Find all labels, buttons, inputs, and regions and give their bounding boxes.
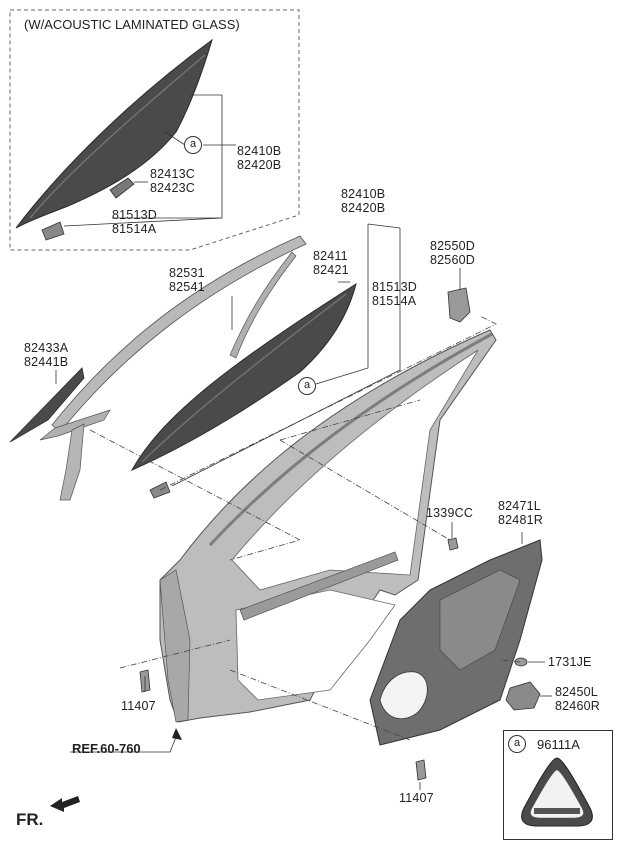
door-frame-lower-opening xyxy=(235,589,396,701)
impact-beam xyxy=(239,551,399,621)
quarter-glass-82433A xyxy=(9,367,85,443)
frame-rail-outer xyxy=(208,332,493,547)
inset-glass-highlight xyxy=(29,54,206,219)
weatherstrip-82531 xyxy=(51,235,307,433)
module-panel-detail xyxy=(439,569,521,671)
motor-82450L xyxy=(505,681,541,711)
label-sticker-band xyxy=(534,808,580,814)
inset-dashed-border xyxy=(9,9,300,251)
grommet-1731JE xyxy=(514,657,528,667)
module-panel-opening xyxy=(379,671,428,720)
door-frame-pillar xyxy=(159,569,191,723)
label-leaders xyxy=(55,223,552,790)
inset-piece-81513D xyxy=(41,221,65,241)
front-arrow-icon xyxy=(50,796,80,812)
bolt-1339CC xyxy=(447,537,459,551)
label-bolt-center: 1339CC xyxy=(426,506,474,520)
label-legend-part: 96111A xyxy=(537,737,580,752)
legend-box xyxy=(503,730,613,840)
door-glass-82410B xyxy=(130,282,357,472)
weatherstrip-lower xyxy=(39,409,111,441)
label-sticker-inner xyxy=(530,769,584,819)
door-frame-window-opening xyxy=(231,349,479,591)
glass-run-82411 xyxy=(229,251,297,359)
inset-title: (W/ACOUSTIC LAMINATED GLASS) xyxy=(24,17,240,32)
door-glass-highlight xyxy=(141,293,347,463)
inset-piece-82413C xyxy=(109,177,135,199)
label-grommet: 1731JE xyxy=(548,655,592,669)
screw-11407-bottom xyxy=(415,759,427,781)
division-bar xyxy=(59,423,85,501)
front-label: FR. xyxy=(16,810,44,829)
callout-circle-legend: a xyxy=(508,735,526,753)
callout-circle-inset: a xyxy=(184,136,202,154)
ref-label: REF.60-760 xyxy=(72,741,141,756)
ref-arrowhead xyxy=(172,728,182,740)
label-screw-left: 11407 xyxy=(121,699,156,713)
assembly-leaders-dashed xyxy=(89,315,521,741)
callout-circle-main: a xyxy=(298,377,316,395)
inset-leaders xyxy=(63,94,236,227)
hinge-bracket-82550D xyxy=(447,287,471,323)
label-screw-bottom: 11407 xyxy=(399,791,434,805)
